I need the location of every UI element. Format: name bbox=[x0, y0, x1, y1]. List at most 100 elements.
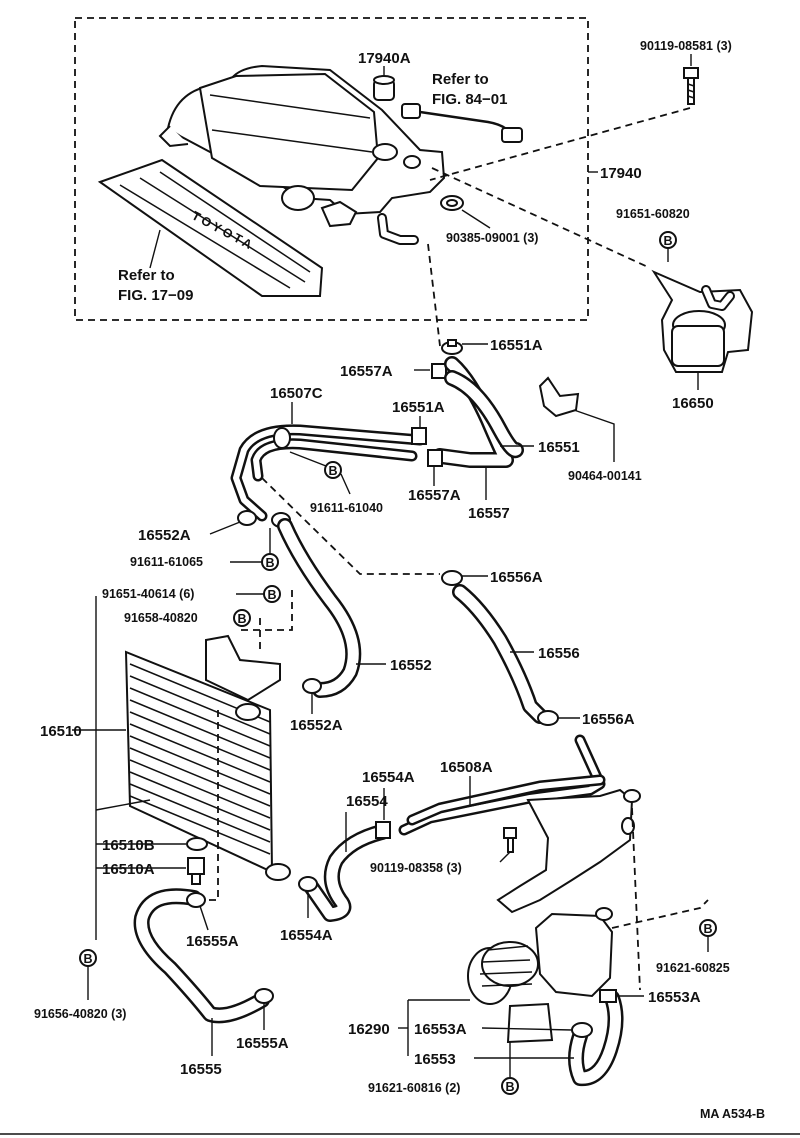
clamp-16555A-bottom bbox=[254, 988, 274, 1004]
label-16510A: 16510A bbox=[102, 861, 155, 878]
leader-91611-61040 bbox=[289, 451, 327, 467]
label-90119-08581: 90119-08581 (3) bbox=[640, 39, 732, 53]
label-91658-40820: 91658-40820 bbox=[124, 611, 198, 625]
leader-refer-fig17 bbox=[149, 229, 161, 269]
label-16551A-mid: 16551A bbox=[392, 399, 445, 416]
grommet-90385 bbox=[440, 195, 464, 211]
svg-text:B: B bbox=[237, 612, 246, 626]
label-17940: 17940 bbox=[600, 165, 642, 182]
label-91621-60825: 91621-60825 bbox=[656, 961, 730, 975]
svg-text:B: B bbox=[703, 922, 712, 936]
clamp-16554A-bottom bbox=[298, 876, 318, 892]
label-16556: 16556 bbox=[538, 645, 580, 662]
intercooler bbox=[158, 64, 446, 228]
badge-b-8: B bbox=[501, 1077, 519, 1095]
svg-text:B: B bbox=[663, 234, 672, 248]
label-16552: 16552 bbox=[390, 657, 432, 674]
label-16557A-top: 16557A bbox=[340, 363, 393, 380]
dash-bolt-to-intercooler bbox=[429, 107, 691, 181]
label-16551A-top: 16551A bbox=[490, 337, 543, 354]
leader-91611-61040-b bbox=[340, 473, 351, 495]
label-16554: 16554 bbox=[346, 793, 388, 810]
label-16507C: 16507C bbox=[270, 385, 323, 402]
label-16557: 16557 bbox=[468, 505, 510, 522]
badge-b-5: B bbox=[233, 609, 251, 627]
badge-b-2: B bbox=[324, 461, 342, 479]
label-refer-fig17: Refer to bbox=[118, 267, 175, 284]
clamp-16553A-right bbox=[599, 989, 617, 1003]
label-90464-00141: 90464-00141 bbox=[568, 469, 642, 483]
svg-text:B: B bbox=[267, 588, 276, 602]
label-16553A-right: 16553A bbox=[648, 989, 701, 1006]
badge-b-4: B bbox=[263, 585, 281, 603]
label-16551: 16551 bbox=[538, 439, 580, 456]
label-16552A-bottom: 16552A bbox=[290, 717, 343, 734]
sensor-wire bbox=[401, 103, 523, 143]
bolt-90119-08358 bbox=[503, 827, 517, 853]
label-90119-08358: 90119-08358 (3) bbox=[370, 861, 462, 875]
clamp-16552A-bottom bbox=[302, 678, 322, 694]
svg-text:B: B bbox=[505, 1080, 514, 1094]
washer-16510B bbox=[186, 837, 208, 851]
clamp-16557A-bottom bbox=[427, 449, 443, 467]
fitting-16510A bbox=[187, 857, 205, 885]
label-16555: 16555 bbox=[180, 1061, 222, 1078]
assembly-boundary-17940 bbox=[74, 17, 589, 321]
label-16556A-top: 16556A bbox=[490, 569, 543, 586]
leader-16510-b bbox=[95, 799, 151, 811]
leader-16552A-top bbox=[209, 521, 241, 535]
label-refer-fig84: Refer to bbox=[432, 71, 489, 88]
clamp-16556A-bottom bbox=[537, 710, 559, 726]
leader-90464 bbox=[573, 409, 615, 462]
label-refer-fig84-b: FIG. 84−01 bbox=[432, 91, 507, 108]
leader-90119-08358 bbox=[499, 851, 511, 863]
dash-91651-40614 bbox=[240, 590, 293, 631]
label-91611-61040: 91611-61040 bbox=[310, 501, 383, 515]
label-refer-fig17-b: FIG. 17−09 bbox=[118, 287, 193, 304]
label-91651-40614: 91651-40614 (6) bbox=[102, 587, 194, 601]
label-16554A-top: 16554A bbox=[362, 769, 415, 786]
svg-text:B: B bbox=[83, 952, 92, 966]
label-91656-40820: 91656-40820 (3) bbox=[34, 1007, 126, 1021]
label-16650: 16650 bbox=[672, 395, 714, 412]
label-17940A: 17940A bbox=[358, 50, 411, 67]
label-16557A-bottom: 16557A bbox=[408, 487, 461, 504]
badge-b-6: B bbox=[79, 949, 97, 967]
bracket-vsv bbox=[496, 788, 641, 914]
clamp-16554A-top bbox=[375, 821, 391, 839]
vsv-16650 bbox=[651, 269, 754, 373]
clamp-16551A-mid bbox=[411, 427, 427, 445]
badge-b-3: B bbox=[261, 553, 279, 571]
badge-b-7: B bbox=[699, 919, 717, 937]
label-16510: 16510 bbox=[40, 723, 82, 740]
leader-16555A-top bbox=[199, 905, 209, 931]
label-90385-09001: 90385-09001 (3) bbox=[446, 231, 538, 245]
label-16290: 16290 bbox=[348, 1021, 390, 1038]
label-16552A-top: 16552A bbox=[138, 527, 191, 544]
dash-bracket-down bbox=[631, 807, 641, 991]
air-pump-16290 bbox=[467, 907, 614, 1044]
svg-text:B: B bbox=[328, 464, 337, 478]
label-16553: 16553 bbox=[414, 1051, 456, 1068]
diagram-id: MA A534-B bbox=[700, 1107, 765, 1121]
label-16554A-bottom: 16554A bbox=[280, 927, 333, 944]
label-16555A-bottom: 16555A bbox=[236, 1035, 289, 1052]
dash-intercooler-to-16551 bbox=[427, 243, 441, 347]
leader-90385 bbox=[461, 209, 491, 229]
svg-text:B: B bbox=[265, 556, 274, 570]
cap-17940A bbox=[373, 75, 395, 101]
bolt-90119-08581 bbox=[683, 67, 699, 105]
label-16510B: 16510B bbox=[102, 837, 155, 854]
dash-to-vsv bbox=[431, 167, 651, 269]
bracket-90464 bbox=[538, 376, 580, 418]
label-16556A-bottom: 16556A bbox=[582, 711, 635, 728]
label-16508A: 16508A bbox=[440, 759, 493, 776]
clamp-16555A-top bbox=[186, 892, 206, 908]
dash-to-16556A bbox=[261, 477, 440, 575]
clamp-16553A-mid bbox=[571, 1022, 593, 1038]
engine-cover-plate: TOYOTA bbox=[97, 158, 324, 297]
label-91651-60820: 91651-60820 bbox=[616, 207, 690, 221]
dash-pump-bolt bbox=[611, 899, 709, 929]
oil-cooler-16510 bbox=[124, 634, 291, 881]
